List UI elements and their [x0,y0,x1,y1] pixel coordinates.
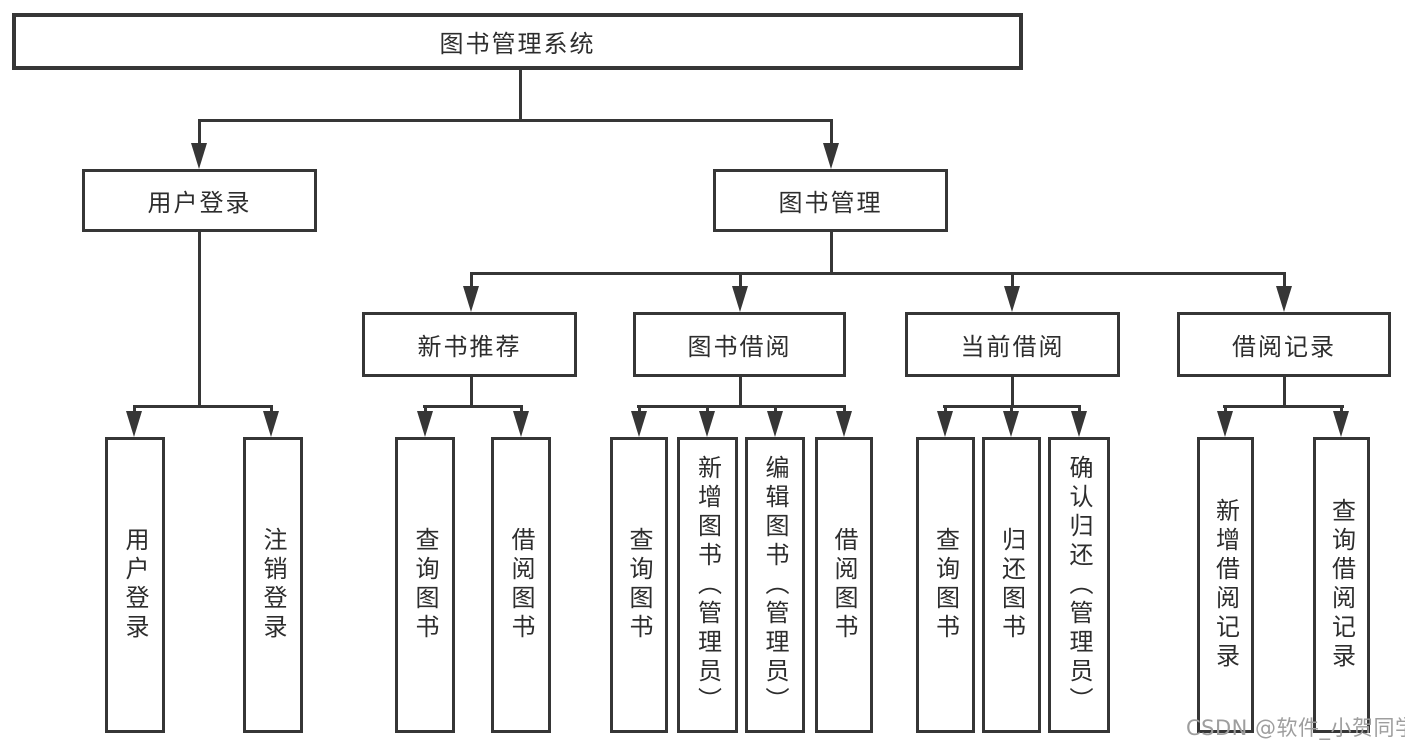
leaf-label: 新增图书（管理员） [693,454,722,716]
leaf-label: 用户登录 [121,527,149,643]
connector-stem [270,405,273,415]
connector-stem [520,405,523,415]
leaf-edit-book-admin: 编辑图书（管理员） [745,437,805,733]
connector-branch-rail [423,405,523,408]
arrowhead [1333,411,1349,437]
leaf-confirm-return-admin: 确认归还（管理员） [1048,437,1110,733]
leaf-query-books-current: 查询图书 [916,437,975,733]
connector-branch-rail [1223,405,1344,408]
leaf-label: 借阅图书 [830,527,858,643]
node-book-management: 图书管理 [713,169,948,232]
connector-stub [1011,377,1014,407]
connector-stem [470,273,473,289]
connector-level3-rail [470,272,1286,275]
leaf-return-book: 归还图书 [982,437,1041,733]
connector-stem [843,405,846,415]
connector-stem [198,119,201,146]
leaf-query-books-recommend: 查询图书 [395,437,455,733]
leaf-label: 确认归还（管理员） [1065,454,1093,716]
leaf-label: 归还图书 [997,527,1026,643]
connector-level2-rail [198,119,833,122]
leaf-logout: 注销登录 [243,437,303,733]
arrowhead [126,411,142,437]
arrowhead [263,411,279,437]
arrowhead [191,143,207,169]
leaf-label: 查询图书 [625,527,653,643]
arrowhead [1003,411,1019,437]
leaf-borrow-books: 借阅图书 [815,437,873,733]
arrowhead [1071,411,1087,437]
arrowhead [1276,286,1292,312]
leaf-label: 查询图书 [411,527,439,643]
connector-stub [198,232,201,406]
connector-branch-rail [637,405,846,408]
connector-stem [830,119,833,146]
connector-stem [638,405,641,415]
connector-stem [944,405,947,415]
connector-root-stub [519,70,522,119]
watermark-text: CSDN @软件_小贺同学 [1186,716,1405,740]
connector-stem [1010,405,1013,415]
leaf-add-book-admin: 新增图书（管理员） [677,437,738,733]
arrowhead [463,286,479,312]
arrowhead [699,411,715,437]
node-new-book-recommendation: 新书推荐 [362,312,577,377]
arrowhead [823,143,839,169]
arrowhead [417,411,433,437]
leaf-add-borrow-record: 新增借阅记录 [1197,437,1254,733]
connector-stem [133,405,136,415]
connector-stub [830,232,833,273]
connector-stem [1078,405,1081,415]
connector-branch-rail [133,405,273,408]
leaf-label: 查询图书 [931,527,960,643]
leaf-label: 新增借阅记录 [1211,498,1240,672]
node-book-borrowing: 图书借阅 [633,312,846,377]
connector-stem [1283,273,1286,289]
node-borrowing-records: 借阅记录 [1177,312,1391,377]
connector-stem [1340,405,1343,415]
node-library-management-system: 图书管理系统 [12,13,1023,70]
arrowhead [513,411,529,437]
leaf-borrow-books-recommend: 借阅图书 [491,437,551,733]
arrowhead [631,411,647,437]
arrowhead [1217,411,1233,437]
arrowhead [732,286,748,312]
node-current-borrowing: 当前借阅 [905,312,1120,377]
leaf-label: 编辑图书（管理员） [761,454,789,716]
connector-stem [706,405,709,415]
arrowhead [767,411,783,437]
connector-stub [470,377,473,407]
connector-stem [424,405,427,415]
connector-stub [739,377,742,407]
arrowhead [836,411,852,437]
leaf-query-borrow-record: 查询借阅记录 [1313,437,1370,733]
leaf-label: 注销登录 [259,527,287,643]
connector-stem [774,405,777,415]
connector-stub [1283,377,1286,407]
connector-stem [1224,405,1227,415]
arrowhead [1004,286,1020,312]
node-user-login: 用户登录 [82,169,317,232]
connector-stem [739,273,742,289]
leaf-user-login: 用户登录 [105,437,165,733]
connector-stem [1011,273,1014,289]
leaf-label: 查询借阅记录 [1327,498,1356,672]
arrowhead [937,411,953,437]
leaf-query-books-borrowing: 查询图书 [610,437,668,733]
leaf-label: 借阅图书 [507,527,535,643]
